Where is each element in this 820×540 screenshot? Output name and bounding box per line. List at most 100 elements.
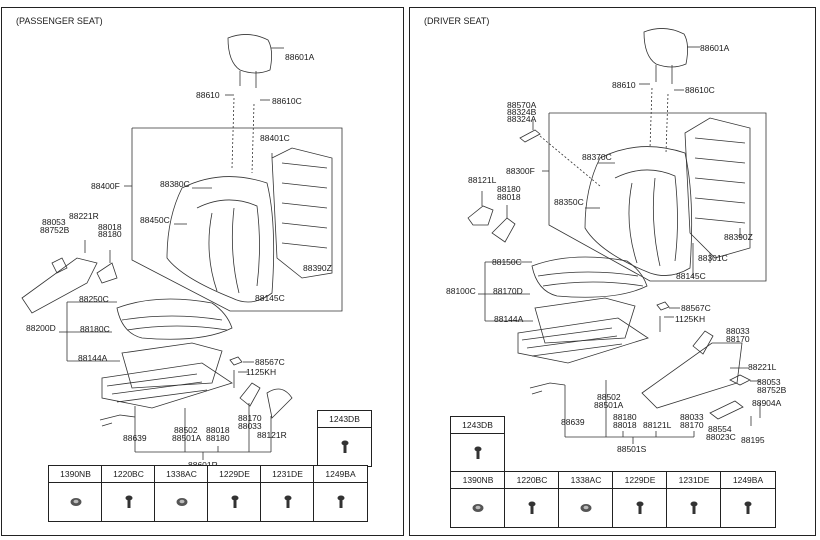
panel-title: (DRIVER SEAT) [424,16,490,26]
passenger-seat-panel: (PASSENGER SEAT) [1,7,404,536]
part-label: 88023C [706,432,736,442]
seat-cushion-shape [531,256,648,298]
part-label: 88195 [741,435,765,445]
part-label: 88144A [78,353,108,363]
part-label: 88501A [594,400,624,410]
fastener-cell: 1220BC [101,465,156,522]
part-label: 88200D [26,323,56,333]
fastener-code: 1338AC [155,466,208,483]
fastener-code: 1390NB [49,466,102,483]
part-label: 88033 [680,412,704,422]
fastener-cell: 1231DE [666,471,722,528]
fastener-code: 1229DE [613,472,667,489]
fastener-cell: 1229DE [612,471,668,528]
part-label: 88033 [726,326,750,336]
part-label: 88145C [255,293,285,303]
screw-icon [318,428,371,466]
part-label: 88250C [79,294,109,304]
part-label: 88390Z [724,232,753,242]
nut-icon [49,483,102,521]
part-label: 88450C [140,215,170,225]
nut-icon [155,483,208,521]
part-label: 88180C [80,324,110,334]
part-label: 88121L [468,175,497,185]
passenger-seat-drawing [21,34,343,460]
screw-icon [613,489,667,527]
part-label: 88053 [42,217,66,227]
part-label: 88639 [561,417,585,427]
part-label: 88501S [617,444,647,454]
part-label: 88121R [257,430,287,440]
part-label: 88180 [206,433,230,443]
fastener-code: 1231DE [667,472,721,489]
part-label: 88390Z [303,263,332,273]
part-label: 88180 [497,184,521,194]
fastener-cell: 1243DB [450,416,505,473]
fastener-code: 1249BA [314,466,367,483]
part-label: 88752B [40,225,70,235]
screw-icon [261,483,314,521]
part-label: 88301C [698,253,728,263]
part-label: 88324B [507,107,537,117]
seat-back-shape [166,176,275,303]
part-label: 88752B [757,385,787,395]
fastener-code: 1243DB [451,417,504,434]
part-label: 88639 [123,433,147,443]
fastener-code: 1243DB [318,411,371,428]
part-label: 88018 [98,222,122,232]
part-label: 88601A [700,43,730,53]
part-label: 88400F [91,181,120,191]
fastener-cell: 1390NB [48,465,103,522]
part-label: 88370C [582,152,612,162]
part-label: 88180 [98,229,122,239]
part-label: 88350C [554,197,584,207]
part-label: 1125KH [246,367,277,377]
part-label: 88567C [255,357,285,367]
part-label: 88170D [493,286,523,296]
nut-icon [559,489,613,527]
part-label: 88610 [612,80,636,90]
seat-cushion-shape [116,298,233,340]
fastener-cell: 1231DE [260,465,315,522]
part-label: 88610 [196,90,220,100]
driver-seat-panel: (DRIVER SEAT) [409,7,816,536]
part-label: 88904A [752,398,782,408]
part-label: 88324A [507,114,537,124]
part-label: 1125KH [675,314,706,324]
fastener-cell: 1338AC [558,471,614,528]
fastener-cell: 1220BC [504,471,560,528]
nut-icon [451,489,505,527]
part-label: 88300F [506,166,535,176]
panel-title: (PASSENGER SEAT) [16,16,103,26]
driver-seat-drawing [467,28,767,444]
screw-icon [721,489,775,527]
screw-icon [505,489,559,527]
fastener-code: 1338AC [559,472,613,489]
fastener-code: 1390NB [451,472,505,489]
fastener-code: 1220BC [505,472,559,489]
part-label: 88221R [69,211,99,221]
screw-icon [314,483,367,521]
part-label: 88502 [597,392,621,402]
fastener-cell: 1390NB [450,471,506,528]
part-label: 88601A [285,52,315,62]
part-label: 88145C [676,271,706,281]
part-label: 88100C [446,286,476,296]
part-label: 88033 [238,421,262,431]
screw-icon [667,489,721,527]
part-label: 88180 [613,412,637,422]
part-label: 88380C [160,179,190,189]
headrest-shape [227,34,272,74]
part-label: 88144A [494,314,524,324]
seat-back-shape [584,146,693,276]
fastener-code: 1220BC [102,466,155,483]
fastener-code: 1249BA [721,472,775,489]
part-label: 88018 [206,425,230,435]
part-label: 88170 [680,420,704,430]
screw-icon [102,483,155,521]
fastener-code: 1229DE [208,466,261,483]
screw-icon [451,434,504,472]
fastener-cell: 1249BA [313,465,368,522]
screw-icon [208,483,261,521]
